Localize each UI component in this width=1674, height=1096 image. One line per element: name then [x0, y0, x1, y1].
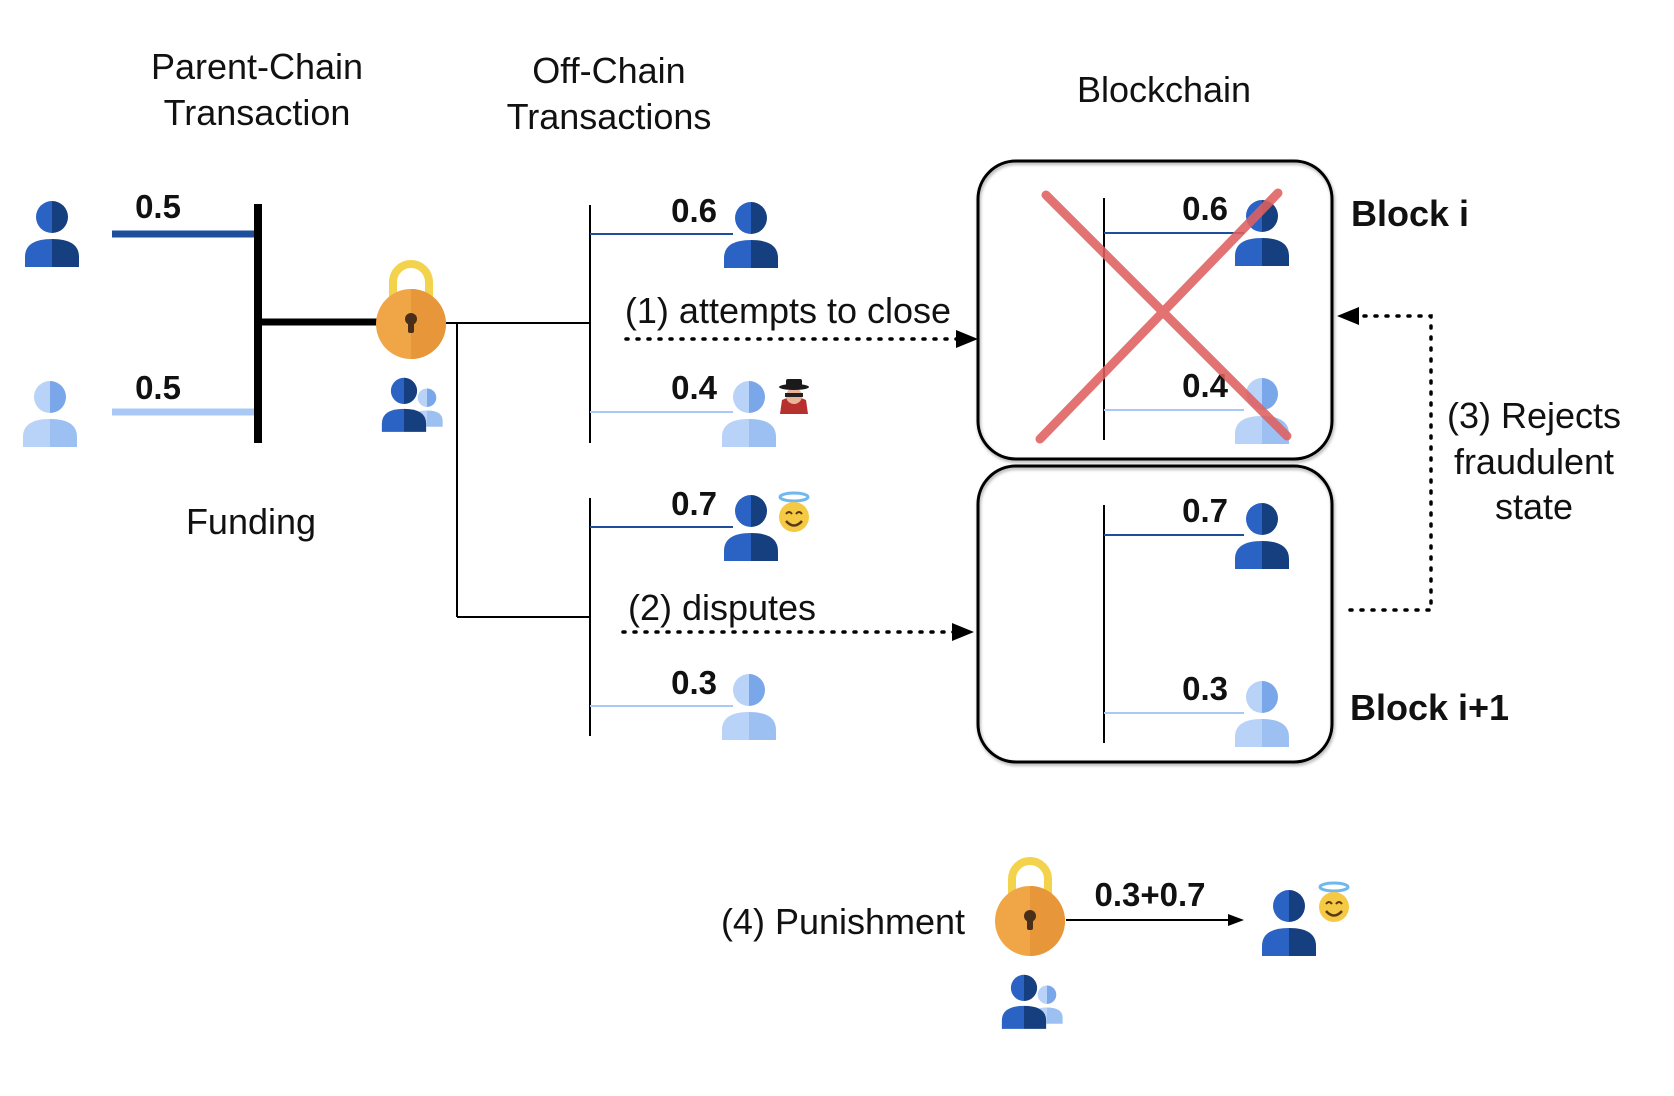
honest-angel-icon	[777, 491, 811, 534]
step3-label-line2: fraudulent	[1454, 441, 1614, 482]
party-a-icon	[25, 201, 79, 267]
step1-arrowhead	[956, 330, 978, 348]
step2-label: (2) disputes	[628, 587, 816, 628]
old-state-b-value: 0.4	[671, 369, 718, 406]
step2-arrowhead	[952, 623, 974, 641]
old-off-chain-state: 0.6 0.4	[589, 192, 809, 447]
step3-dotted-arrow	[1348, 314, 1433, 612]
punishment-amount: 0.3+0.7	[1094, 876, 1205, 913]
punishment-arrowhead	[1228, 914, 1244, 926]
old-state-party-b-icon	[722, 381, 776, 447]
block-i1-b-value: 0.3	[1182, 670, 1228, 707]
channel-padlock-icon	[376, 264, 446, 359]
latest-off-chain-state: 0.7 0.3	[589, 485, 811, 740]
rejected-cross-icon	[1035, 188, 1292, 444]
step3-arrowhead	[1337, 307, 1359, 325]
step3-label-line1: (3) Rejects	[1447, 395, 1621, 436]
funding-input-b-value: 0.5	[135, 369, 181, 406]
punishment-padlock-icon	[995, 861, 1065, 956]
parent-chain-header-line1: Parent-Chain	[151, 46, 363, 87]
latest-state-a-value: 0.7	[671, 485, 717, 522]
off-chain-header-line2: Transactions	[507, 96, 712, 137]
step4-label: (4) Punishment	[721, 901, 965, 942]
block-i1-a-value: 0.7	[1182, 492, 1228, 529]
funding-transaction: 0.5 0.5 Funding	[23, 188, 380, 542]
punishment-parties-icon	[1002, 975, 1063, 1029]
off-chain-header-line1: Off-Chain	[532, 50, 685, 91]
old-state-a-value: 0.6	[671, 192, 717, 229]
step1-label: (1) attempts to close	[625, 290, 951, 331]
block-i: 0.6 0.4	[976, 159, 1334, 461]
party-b-icon	[23, 381, 77, 447]
punishment-angel-icon	[1317, 881, 1351, 924]
blockchain-header: Blockchain	[1077, 69, 1251, 110]
block-i1-label: Block i+1	[1350, 687, 1509, 728]
cheater-spy-icon	[779, 379, 809, 414]
funding-input-a-value: 0.5	[135, 188, 181, 225]
punishment-recipient-icon	[1262, 890, 1316, 956]
channel-connectors	[446, 322, 590, 618]
channel-parties-icon	[382, 378, 443, 432]
latest-state-b-value: 0.3	[671, 664, 717, 701]
block-i-a-value: 0.6	[1182, 190, 1228, 227]
block-i-label: Block i	[1351, 193, 1469, 234]
parent-chain-header-line2: Transaction	[164, 92, 351, 133]
step3-label-line3: state	[1495, 486, 1573, 527]
block-i-plus-1: 0.7 0.3	[976, 464, 1334, 764]
funding-label: Funding	[186, 501, 316, 542]
